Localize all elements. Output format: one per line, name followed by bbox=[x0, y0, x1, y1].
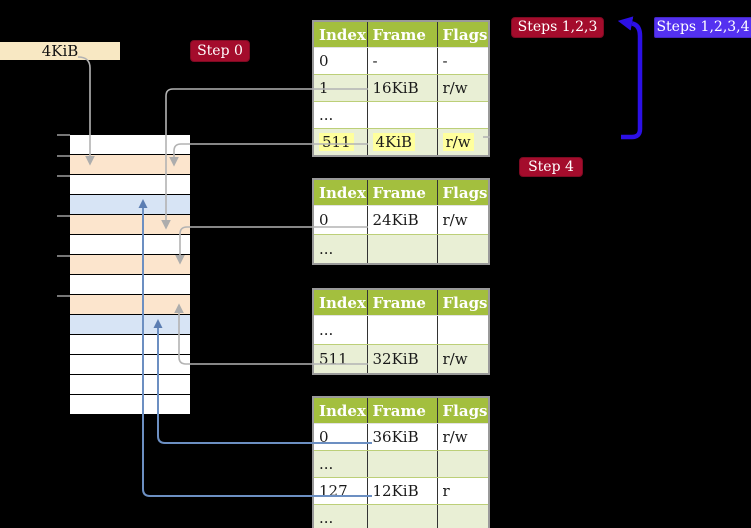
memory-frame-row bbox=[70, 295, 190, 315]
highlight: 511 bbox=[319, 133, 354, 151]
table-row: 1 16KiB r/w bbox=[313, 74, 489, 102]
column-header: Flags bbox=[436, 21, 489, 48]
memory-frame-row bbox=[70, 315, 190, 335]
column-header: Flags bbox=[436, 179, 489, 206]
column-header: Flags bbox=[436, 289, 489, 316]
column-header: Index bbox=[313, 397, 367, 424]
memory-frame-row bbox=[70, 375, 190, 395]
frame-cell bbox=[366, 450, 437, 478]
frame-cell bbox=[366, 315, 437, 345]
table-row: ... bbox=[313, 315, 489, 345]
frame-cell: 4KiB bbox=[366, 128, 437, 157]
frame-cell: 36KiB bbox=[366, 423, 437, 451]
flags-cell bbox=[436, 315, 489, 345]
physical-memory-stripe bbox=[70, 135, 190, 415]
step-4-label: Step 4 bbox=[519, 157, 583, 177]
flags-cell bbox=[436, 101, 489, 129]
table-row: 0 24KiB r/w bbox=[313, 205, 489, 235]
index-cell: ... bbox=[313, 450, 367, 478]
column-header: Index bbox=[313, 179, 367, 206]
frame-cell bbox=[366, 234, 437, 265]
index-cell: 0 bbox=[313, 423, 367, 451]
table-header-row: Index Frame Flags bbox=[313, 289, 489, 316]
flags-cell: - bbox=[436, 47, 489, 75]
page-table-level-1: Index Frame Flags 0 36KiB r/w ... 127 12… bbox=[312, 396, 490, 528]
table-row: ... bbox=[313, 504, 489, 528]
memory-frame-row bbox=[70, 355, 190, 375]
steps-1234-label: Steps 1,2,3,4 bbox=[654, 17, 751, 38]
table-row: ... bbox=[313, 450, 489, 478]
highlight: 4KiB bbox=[372, 133, 416, 151]
table-header-row: Index Frame Flags bbox=[313, 179, 489, 206]
table-row: 0 - - bbox=[313, 47, 489, 75]
table-row: 0 36KiB r/w bbox=[313, 423, 489, 451]
column-header: Frame bbox=[366, 397, 437, 424]
frame-cell: 12KiB bbox=[366, 477, 437, 505]
frame-cell: 16KiB bbox=[366, 74, 437, 102]
table-row: 127 12KiB r bbox=[313, 477, 489, 505]
frame-cell: 24KiB bbox=[366, 205, 437, 235]
frame-cell bbox=[366, 101, 437, 129]
memory-tick-marks bbox=[57, 134, 70, 297]
memory-frame-row bbox=[70, 335, 190, 355]
frame-cell: - bbox=[366, 47, 437, 75]
memory-frame-row bbox=[70, 175, 190, 195]
flags-cell: r/w bbox=[436, 344, 489, 375]
index-cell: 511 bbox=[313, 344, 367, 375]
frame-cell bbox=[366, 504, 437, 528]
flags-cell bbox=[436, 234, 489, 265]
memory-frame-row bbox=[70, 195, 190, 215]
memory-frame-row bbox=[70, 155, 190, 175]
flags-cell: r/w bbox=[436, 205, 489, 235]
step-0-label: Step 0 bbox=[190, 40, 250, 62]
column-header: Frame bbox=[366, 179, 437, 206]
flags-cell: r/w bbox=[436, 74, 489, 102]
frame-size-label: 4KiB bbox=[0, 42, 120, 60]
index-cell: 511 bbox=[313, 128, 367, 157]
index-cell: ... bbox=[313, 315, 367, 345]
memory-frame-row bbox=[70, 135, 190, 155]
table-row-highlighted: 511 4KiB r/w bbox=[313, 128, 489, 157]
arrow-table-walk-loop bbox=[617, 16, 643, 140]
page-table-level-3: Index Frame Flags 0 24KiB r/w ... bbox=[312, 178, 490, 265]
table-row: ... bbox=[313, 234, 489, 265]
flags-cell bbox=[436, 450, 489, 478]
flags-cell: r bbox=[436, 477, 489, 505]
table-header-row: Index Frame Flags bbox=[313, 397, 489, 424]
flags-cell bbox=[436, 504, 489, 528]
column-header: Index bbox=[313, 21, 367, 48]
frame-cell: 32KiB bbox=[366, 344, 437, 375]
table-row: 511 32KiB r/w bbox=[313, 344, 489, 375]
page-table-level-4: Index Frame Flags 0 - - 1 16KiB r/w ... … bbox=[312, 20, 490, 157]
memory-frame-row bbox=[70, 255, 190, 275]
page-table-level-2: Index Frame Flags ... 511 32KiB r/w bbox=[312, 288, 490, 375]
memory-frame-row bbox=[70, 275, 190, 295]
highlight: r/w bbox=[442, 133, 474, 151]
index-cell: 1 bbox=[313, 74, 367, 102]
memory-frame-row bbox=[70, 215, 190, 235]
flags-cell: r/w bbox=[436, 423, 489, 451]
index-cell: 0 bbox=[313, 205, 367, 235]
column-header: Index bbox=[313, 289, 367, 316]
index-cell: 127 bbox=[313, 477, 367, 505]
memory-frame-row bbox=[70, 395, 190, 415]
memory-frame-row bbox=[70, 235, 190, 255]
column-header: Frame bbox=[366, 289, 437, 316]
index-cell: 0 bbox=[313, 47, 367, 75]
table-row: ... bbox=[313, 101, 489, 129]
steps-123-label: Steps 1,2,3 bbox=[511, 17, 604, 38]
index-cell: ... bbox=[313, 504, 367, 528]
index-cell: ... bbox=[313, 101, 367, 129]
column-header: Flags bbox=[436, 397, 489, 424]
flags-cell: r/w bbox=[436, 128, 489, 157]
index-cell: ... bbox=[313, 234, 367, 265]
column-header: Frame bbox=[366, 21, 437, 48]
table-header-row: Index Frame Flags bbox=[313, 21, 489, 48]
